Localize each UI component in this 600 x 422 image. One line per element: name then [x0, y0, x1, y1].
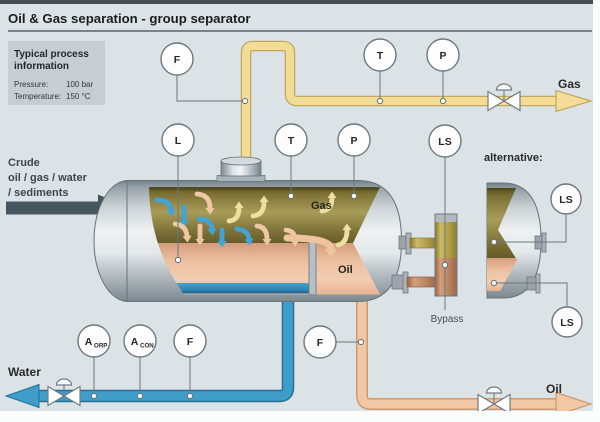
- connection-points: [90, 97, 498, 400]
- instrument-analyzer-con: A CON: [123, 324, 157, 358]
- separator-vessel: Gas Oil: [93, 156, 403, 302]
- instrument-lines: [93, 71, 568, 394]
- temperature-value: 150 °C: [66, 92, 91, 101]
- svg-text:A: A: [85, 336, 93, 348]
- instrument-temperature-vessel: T: [274, 123, 308, 157]
- gas-pipe: [240, 40, 594, 165]
- vessel-manway: [216, 156, 266, 182]
- right-margin: [593, 0, 600, 422]
- pressure-label: Pressure:: [14, 80, 48, 89]
- instrument-flow-gas: F: [160, 42, 194, 76]
- inlet-label-line3: / sediments: [8, 187, 69, 199]
- alternative-vessel-interior: [487, 188, 517, 291]
- instrument-pressure-vessel: P: [337, 123, 371, 157]
- instrument-level-switch-bypass: LS: [428, 124, 462, 158]
- svg-text:LS: LS: [559, 194, 572, 206]
- water-pipe: [4, 296, 295, 409]
- oil-flow-arrow: [555, 391, 593, 417]
- bypass-label: Bypass: [431, 314, 464, 325]
- svg-text:CON: CON: [140, 343, 154, 350]
- bypass-gauge: [391, 213, 458, 297]
- info-box-heading-line2: information: [14, 61, 69, 72]
- instrument-flow-water: F: [173, 324, 207, 358]
- inlet-label-line1: Crude: [8, 157, 40, 169]
- pressure-value: 100 bar: [66, 80, 93, 89]
- instrument-flow-oil: F: [303, 325, 337, 359]
- water-flow-arrow: [4, 383, 40, 409]
- svg-text:P: P: [350, 135, 357, 147]
- vessel-oil-zone-label: Oil: [338, 264, 353, 276]
- flow-arrows: [154, 191, 352, 258]
- instrument-level-switch-alt-top: LS: [550, 183, 582, 215]
- alternative-vessel: [486, 182, 547, 299]
- oil-stream-label: Oil: [546, 382, 562, 396]
- vessel-gas-zone-label: Gas: [311, 200, 332, 212]
- svg-text:F: F: [187, 336, 194, 348]
- svg-text:LS: LS: [438, 136, 451, 148]
- gas-stream-label: Gas: [558, 77, 581, 91]
- oil-pipe: [356, 296, 593, 417]
- temperature-label: Temperature:: [14, 92, 61, 101]
- water-stream-label: Water: [8, 365, 41, 379]
- bypass-top-stub: [409, 237, 438, 249]
- instrument-level: L: [161, 123, 195, 157]
- svg-text:A: A: [131, 336, 139, 348]
- svg-text:L: L: [175, 135, 182, 147]
- instrument-temperature-gas: T: [363, 38, 397, 72]
- info-box-heading-line1: Typical process: [14, 49, 89, 60]
- inlet-label-line2: oil / gas / water: [8, 172, 88, 184]
- svg-text:P: P: [439, 50, 446, 62]
- process-info-box: Typical process information Pressure: 10…: [8, 41, 105, 105]
- instrument-analyzer-orp: A ORP: [77, 324, 111, 358]
- top-border: [0, 0, 600, 4]
- instrument-pressure-gas: P: [426, 38, 460, 72]
- svg-text:F: F: [174, 54, 181, 66]
- svg-text:T: T: [288, 135, 295, 147]
- weir-baffle: [308, 241, 317, 296]
- svg-text:T: T: [377, 50, 384, 62]
- svg-text:LS: LS: [560, 317, 573, 329]
- svg-text:ORP: ORP: [94, 343, 107, 350]
- svg-text:F: F: [317, 337, 324, 349]
- page-title: Oil & Gas separation - group separator: [8, 11, 251, 26]
- bypass-gauge-cap: [435, 214, 457, 222]
- bottom-margin: [0, 411, 600, 422]
- alternative-label: alternative:: [484, 152, 543, 164]
- gas-flow-arrow: [555, 89, 594, 113]
- bypass-bottom-stub: [406, 276, 438, 288]
- instrument-level-switch-alt-bottom: LS: [551, 306, 583, 338]
